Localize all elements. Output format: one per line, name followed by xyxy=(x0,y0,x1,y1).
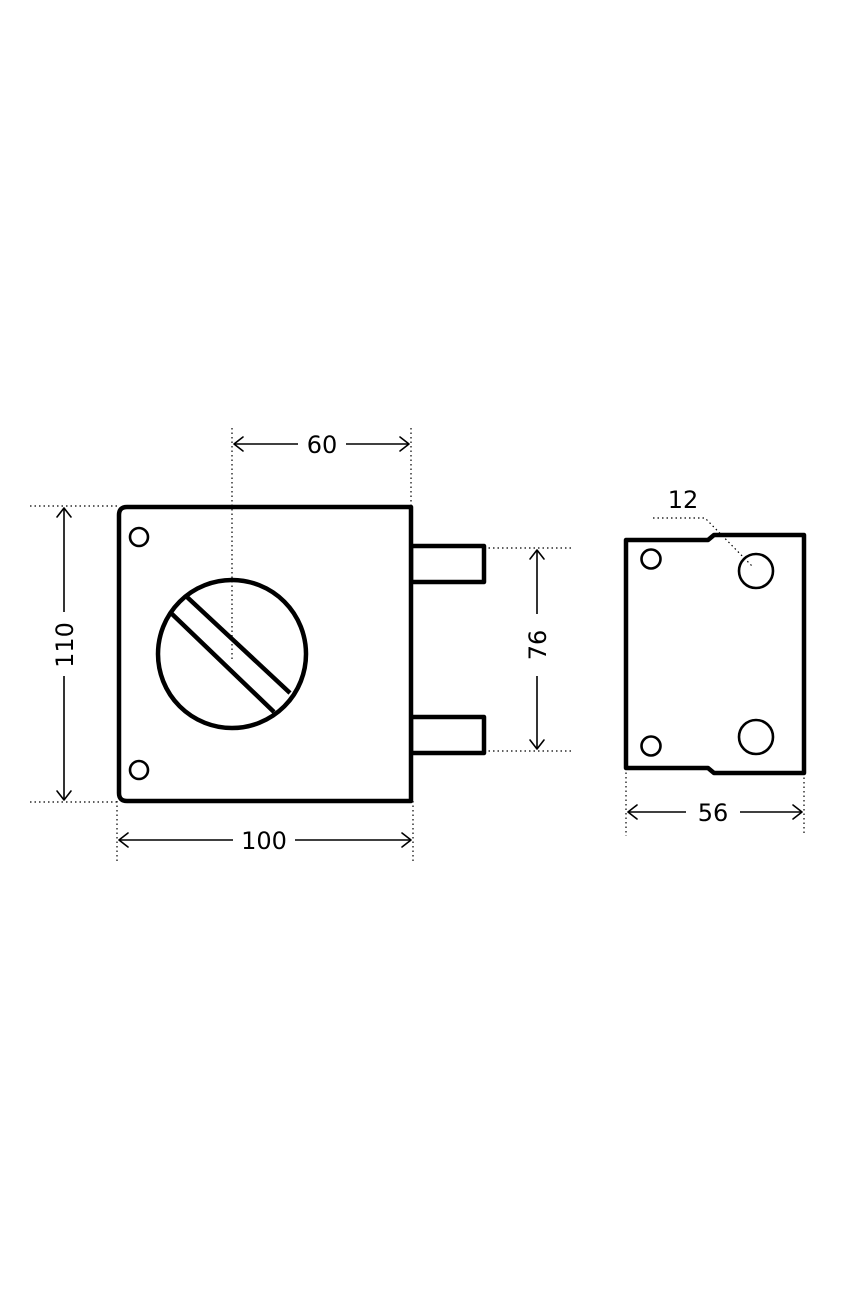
dimension-label-100: 100 xyxy=(241,827,287,855)
strike-large-hole-bottom xyxy=(737,718,775,756)
cylinder-slot-upper xyxy=(185,595,292,695)
dimension-lock-width: 100 xyxy=(116,801,414,864)
dimension-hole-diameter: 12 xyxy=(653,486,753,567)
dimension-lock-height: 110 xyxy=(30,505,119,803)
dimension-label-110: 110 xyxy=(51,622,79,668)
strike-small-hole-bottom xyxy=(640,735,662,757)
lock-body xyxy=(116,504,487,804)
dimension-cylinder-offset: 60 xyxy=(231,428,412,660)
dimension-label-12: 12 xyxy=(668,486,699,514)
dimension-label-60: 60 xyxy=(307,431,338,459)
strike-small-hole-top xyxy=(640,548,662,570)
strike-plate xyxy=(623,532,807,776)
upper-bolt xyxy=(408,543,487,585)
lower-bolt xyxy=(408,714,487,756)
screw-hole-top xyxy=(128,526,150,548)
dimension-label-56: 56 xyxy=(698,799,729,827)
screw-hole-bottom xyxy=(128,759,150,781)
dimension-bolt-spacing: 76 xyxy=(484,547,572,752)
dimension-strike-width: 56 xyxy=(625,768,805,836)
dimension-label-76: 76 xyxy=(524,630,552,661)
strike-large-hole-top xyxy=(737,552,775,590)
cylinder-slot-lower xyxy=(170,612,276,714)
